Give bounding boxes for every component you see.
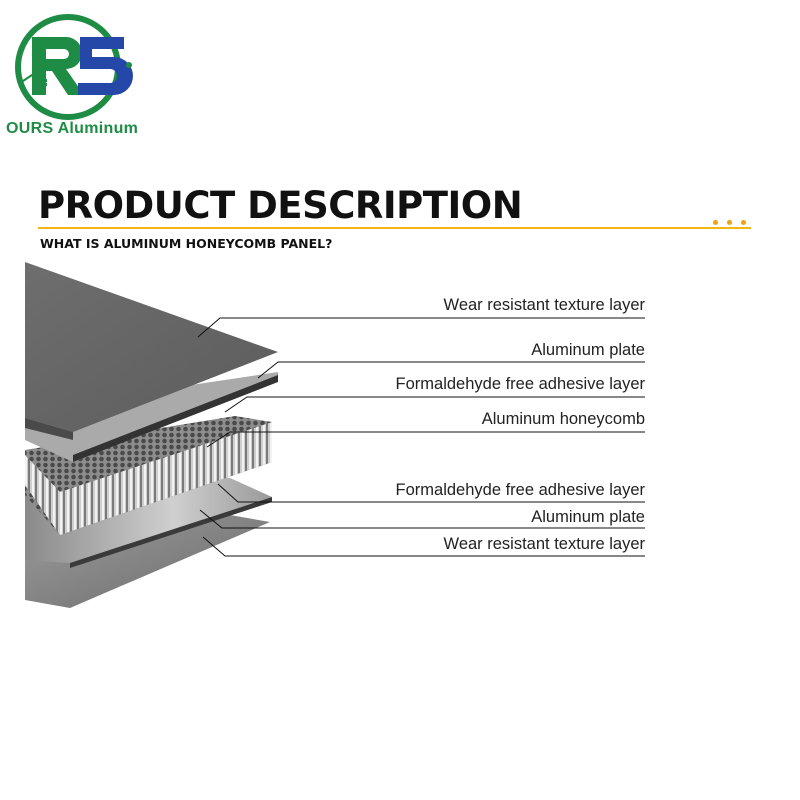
layer-label-adhesive-bottom: Formaldehyde free adhesive layer bbox=[395, 481, 645, 499]
decorative-dots bbox=[713, 212, 755, 230]
layer-label-wear-resistant-top: Wear resistant texture layer bbox=[443, 296, 645, 314]
layer-label-aluminum-plate-top: Aluminum plate bbox=[531, 341, 645, 359]
brand-name: OURS Aluminum bbox=[6, 120, 139, 137]
page-title: PRODUCT DESCRIPTION bbox=[38, 184, 523, 227]
layer-label-honeycomb: Aluminum honeycomb bbox=[481, 410, 645, 428]
ours-aluminum-logo bbox=[15, 14, 133, 120]
layer-label-wear-resistant-bottom: Wear resistant texture layer bbox=[443, 535, 645, 553]
layer-label-aluminum-plate-bottom: Aluminum plate bbox=[531, 508, 645, 526]
title-underline bbox=[38, 227, 751, 229]
page-subtitle: WHAT IS ALUMINUM HONEYCOMB PANEL? bbox=[40, 236, 333, 251]
layer-label-adhesive-top: Formaldehyde free adhesive layer bbox=[395, 375, 645, 393]
